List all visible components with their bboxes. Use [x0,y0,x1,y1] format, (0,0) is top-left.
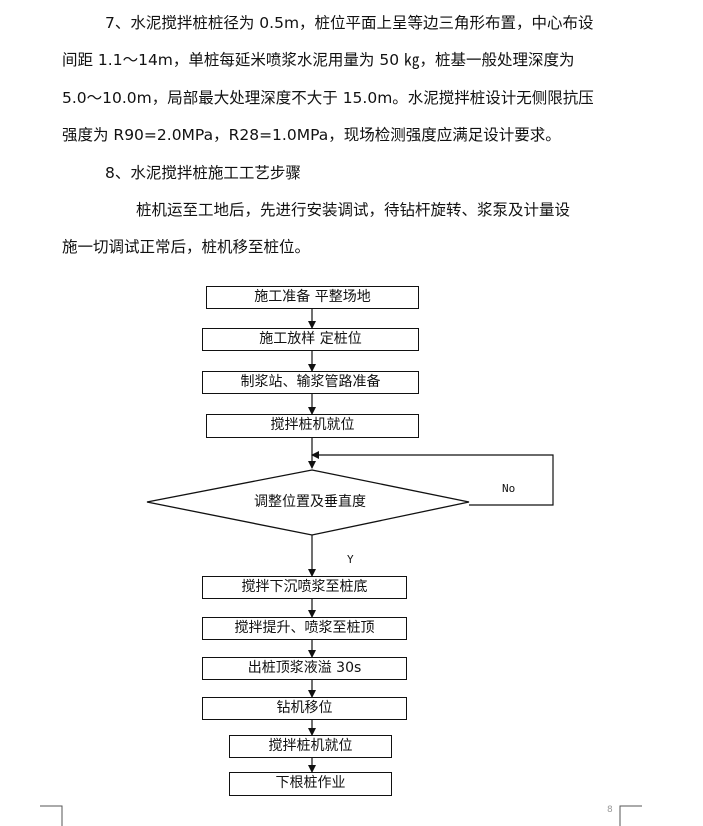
step-mix-descend: 搅拌下沉喷浆至桩底 [202,576,407,599]
step-slurry-station: 制浆站、输浆管路准备 [202,371,419,394]
section-heading: 8、水泥搅拌桩施工工艺步骤 [105,164,301,182]
no-label: No [502,482,516,495]
decision-adjust-position: 调整位置及垂直度 [254,494,366,510]
step-mix-lift: 搅拌提升、喷浆至桩顶 [202,617,407,640]
paragraph-line-4: 强度为 R90=2.0MPa，R28=1.0MPa，现场检测强度应满足设计要求。 [62,126,561,144]
step-overflow: 出桩顶浆液溢 30s [202,657,407,680]
step-layout-pile-position: 施工放样 定桩位 [202,328,419,351]
step-preparation: 施工准备 平整场地 [206,286,419,309]
paragraph-line-3: 5.0～10.0m，局部最大处理深度不大于 15.0m。水泥搅拌桩设计无侧限抗压 [62,89,594,107]
no-loop-connector [311,451,554,506]
page-corner-mark-left [40,805,63,826]
paragraph-line-1: 7、水泥搅拌桩桩径为 0.5m，桩位平面上呈等边三角形布置，中心布设 [105,14,594,32]
step-rig-move: 钻机移位 [202,697,407,720]
yes-label: Y [347,553,354,566]
paragraph-line-6: 桩机运至工地后，先进行安装调试，待钻杆旋转、浆泵及计量设 [136,201,571,219]
page-corner-mark-right [619,805,642,826]
paragraph-line-7: 施一切调试正常后，桩机移至桩位。 [62,238,311,256]
paragraph-line-2: 间距 1.1～14m，单桩每延米喷浆水泥用量为 50 ㎏，桩基一般处理深度为 [62,51,575,69]
page-number: 8 [607,805,613,815]
step-rig-in-position: 搅拌桩机就位 [206,414,419,438]
step-rig-in-position-2: 搅拌桩机就位 [229,735,392,758]
step-next-pile: 下根桩作业 [229,772,392,796]
